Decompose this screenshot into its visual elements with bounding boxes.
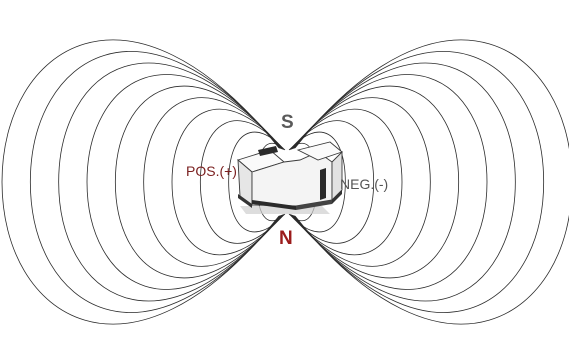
- right-field-line: [290, 108, 403, 256]
- right-field-line: [291, 97, 431, 267]
- left-field-line: [29, 51, 280, 313]
- left-field-line: [171, 108, 284, 256]
- left-field-line: [58, 62, 281, 302]
- left-field-line: [143, 97, 283, 267]
- right-field-line: [293, 62, 516, 302]
- right-field-line: [294, 39, 569, 325]
- right-field-line: [290, 120, 375, 244]
- magnet-body: [237, 141, 343, 214]
- left-field-line: [1, 39, 280, 325]
- left-field-line: [114, 85, 282, 279]
- field-lines: [1, 39, 569, 325]
- right-field-line: [292, 74, 488, 290]
- right-field-line: [294, 51, 545, 313]
- positive-terminal-label: POS.(+): [186, 163, 237, 179]
- left-field-line: [86, 74, 282, 290]
- negative-terminal-label: NEG.(-): [340, 176, 388, 192]
- right-field-line: [289, 131, 346, 233]
- left-field-line: [199, 120, 284, 244]
- north-pole-label: N: [279, 228, 293, 249]
- left-field-line: [228, 131, 285, 233]
- right-field-line: [292, 85, 460, 279]
- south-pole-label: S: [281, 112, 294, 133]
